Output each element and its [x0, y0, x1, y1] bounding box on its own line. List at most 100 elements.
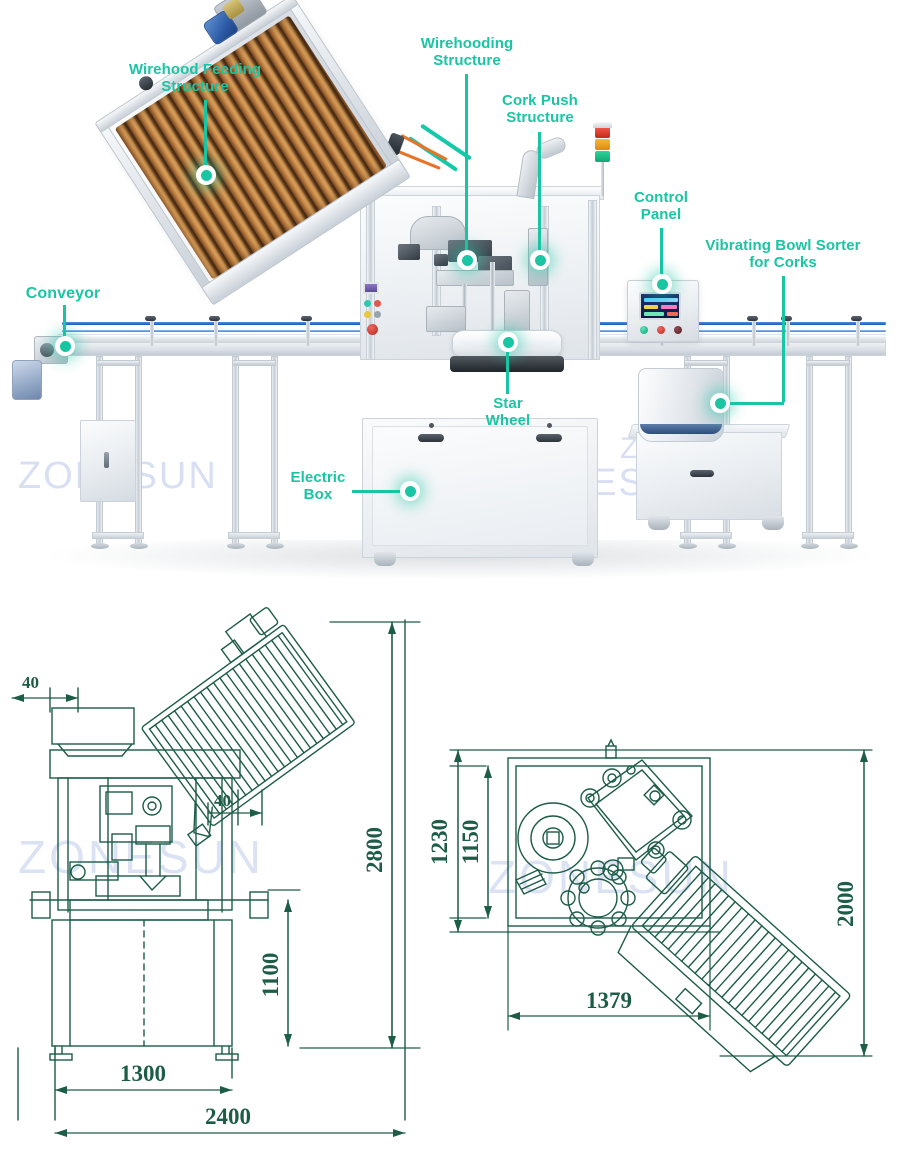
- conveyor-guide-rail: [598, 322, 886, 325]
- callout-label-star-wheel: Star Wheel: [485, 395, 531, 429]
- dim-label-1230: 1230: [427, 819, 452, 865]
- screen-line: [644, 312, 664, 316]
- screen-line: [661, 305, 677, 309]
- dim-label-40-mid: 40: [214, 791, 231, 810]
- signal-light-amber: [595, 139, 610, 150]
- screen-line: [644, 305, 658, 309]
- rail-knob: [851, 316, 862, 321]
- callout-dot-wirehooding-structure[interactable]: [457, 250, 477, 270]
- internal-shaft: [490, 262, 495, 336]
- bowl-table-handle: [690, 470, 714, 477]
- control-button-red[interactable]: [657, 326, 665, 334]
- internal-part: [436, 270, 514, 286]
- conveyor-leg: [232, 356, 239, 546]
- rail-post: [306, 320, 310, 346]
- callout-dot-control-panel[interactable]: [652, 274, 672, 294]
- top-plan-view: 1230 1150 2000 1379: [427, 738, 873, 1073]
- dim-label-2800: 2800: [362, 827, 387, 873]
- callout-leader-line: [660, 228, 663, 280]
- dim-label-1379: 1379: [586, 988, 632, 1013]
- callout-label-electric-box: Electric Box: [290, 469, 346, 503]
- panel-screw: [547, 423, 552, 428]
- emergency-stop-button[interactable]: [367, 324, 378, 335]
- rail-post: [150, 320, 154, 346]
- signal-light-red: [595, 127, 610, 138]
- callout-dot-conveyor[interactable]: [55, 336, 75, 356]
- internal-part: [434, 254, 448, 266]
- conveyor-belt-left: [58, 334, 368, 343]
- callout-dot-star-wheel[interactable]: [498, 332, 518, 352]
- leg-brace: [228, 532, 280, 539]
- callout-label-cork-push-structure: Cork Push Structure: [502, 92, 578, 126]
- callout-label-conveyor: Conveyor: [25, 285, 101, 302]
- signal-tower-cap: [593, 122, 612, 128]
- callout-leader-line: [506, 348, 509, 394]
- callout-leader-line: [352, 490, 410, 493]
- vibrating-bowl-band: [640, 424, 722, 434]
- conveyor-leg: [135, 356, 142, 546]
- leg-brace: [232, 360, 276, 366]
- machine-column: [588, 200, 597, 360]
- machine-photo: ZONESUN ZONESUN ZONESUN ZONESUN: [0, 0, 900, 600]
- conveyor-leg: [806, 356, 813, 546]
- conveyor-leg: [845, 356, 852, 546]
- panel-handle: [418, 434, 444, 442]
- control-button-dark[interactable]: [674, 326, 682, 334]
- machine-button-red[interactable]: [374, 300, 381, 307]
- machine-internal-mechanism: [378, 210, 582, 350]
- machine-button-grey[interactable]: [374, 311, 381, 318]
- internal-part: [398, 244, 420, 260]
- leg-foot: [130, 543, 148, 549]
- callout-leader-line: [782, 276, 785, 402]
- callout-leader-line: [728, 402, 784, 405]
- leg-foot: [718, 543, 736, 549]
- machine-button-green[interactable]: [364, 300, 371, 307]
- rail-knob: [747, 316, 758, 321]
- leg-brace: [802, 532, 854, 539]
- leg-brace: [684, 360, 728, 366]
- control-panel-screen[interactable]: [639, 292, 681, 320]
- machine-button-yellow[interactable]: [364, 311, 371, 318]
- conveyor-guide-rail: [598, 330, 886, 332]
- machine-foot: [374, 552, 396, 566]
- leg-brace: [680, 532, 732, 539]
- signal-light-green: [595, 151, 610, 162]
- callout-dot-wirehood-feeding-structure[interactable]: [196, 165, 216, 185]
- panel-screw: [429, 423, 434, 428]
- leg-brace: [96, 360, 140, 366]
- machine-hmi-mini[interactable]: [363, 282, 379, 294]
- panel-handle: [536, 434, 562, 442]
- callout-leader-line: [538, 132, 541, 256]
- callout-dot-cork-push-structure[interactable]: [530, 250, 550, 270]
- leg-brace: [806, 360, 850, 366]
- rail-knob: [301, 316, 312, 321]
- control-button-green[interactable]: [640, 326, 648, 334]
- signal-tower-pole: [601, 160, 604, 196]
- rail-post: [786, 320, 790, 346]
- internal-part: [426, 306, 466, 332]
- leg-foot: [679, 543, 697, 549]
- dim-label-2000: 2000: [833, 881, 858, 927]
- dim-label-1150: 1150: [458, 820, 483, 865]
- callout-dot-electric-box[interactable]: [400, 481, 420, 501]
- callout-label-vibrating-bowl-sorter: Vibrating Bowl Sorter for Corks: [705, 237, 861, 271]
- leg-foot: [840, 543, 858, 549]
- dim-label-40-top: 40: [22, 673, 39, 692]
- leg-foot: [91, 543, 109, 549]
- leg-foot: [801, 543, 819, 549]
- dim-label-1300: 1300: [120, 1061, 166, 1086]
- leg-foot: [266, 543, 284, 549]
- callout-label-control-panel: Control Panel: [633, 189, 689, 223]
- dim-label-2400: 2400: [205, 1104, 251, 1129]
- conveyor-belt-right: [596, 334, 886, 343]
- cabinet-latch: [104, 452, 109, 468]
- callout-leader-line: [204, 100, 207, 172]
- callout-dot-vibrating-bowl-sorter[interactable]: [710, 393, 730, 413]
- rail-post: [752, 320, 756, 346]
- callout-label-wirehooding-structure: Wirehooding Structure: [420, 35, 514, 69]
- leg-brace: [92, 532, 144, 539]
- bowl-table-foot: [762, 516, 784, 530]
- conveyor-motor: [12, 360, 42, 400]
- front-elevation-view: 40 40 2800 1100 1300 2400: [11, 607, 421, 1137]
- feeder-slat-conveyor: [114, 15, 388, 280]
